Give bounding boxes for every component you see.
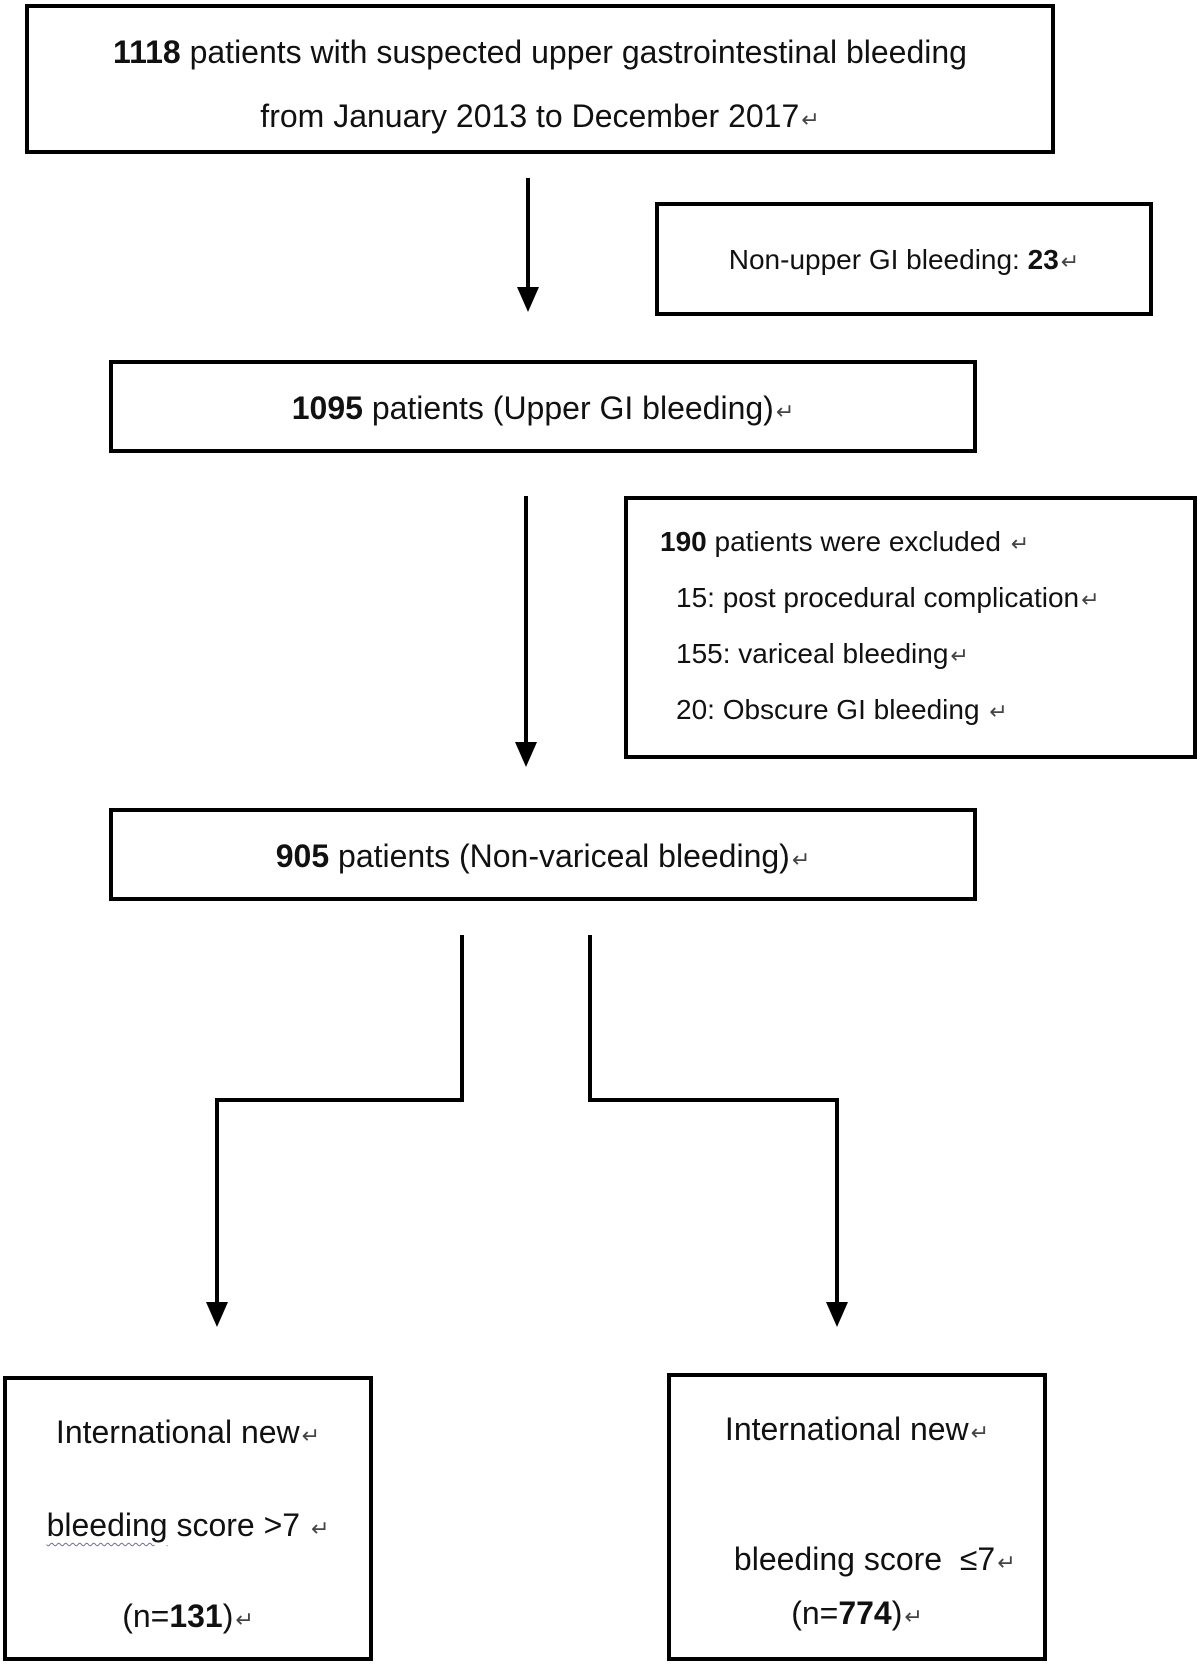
exclusion2-item: 20: Obscure GI bleeding ↵ [676, 694, 1008, 725]
ugib-line: 1095 patients (Upper GI bleeding)↵ [113, 390, 973, 427]
box-upper-gi-bleeding: 1095 patients (Upper GI bleeding)↵ [109, 360, 977, 453]
branch-left [215, 935, 464, 1305]
bleeding-word: bleeding [46, 1507, 168, 1543]
total-count: 1118 [113, 34, 181, 70]
arrowhead-right [826, 1302, 848, 1327]
exclusion1-count: 23 [1027, 244, 1059, 275]
paragraph-mark-icon: ↵ [801, 107, 820, 132]
date-range-text: from January 2013 to December 2017 [260, 98, 800, 134]
box-exclusion-190: 190 patients were excluded ↵ 15: post pr… [624, 496, 1197, 759]
high-line1: International new↵ [55, 1414, 321, 1450]
total-line2: from January 2013 to December 2017↵ [29, 98, 1051, 135]
low-n-count: 774 [838, 1595, 892, 1631]
branch-right [588, 935, 839, 1305]
exclusion2-item: 155: variceal bleeding↵ [676, 638, 969, 669]
total-text: patients with suspected upper gastrointe… [189, 34, 967, 70]
paragraph-mark-icon: ↵ [775, 399, 795, 424]
box-non-variceal: 905 patients (Non-variceal bleeding)↵ [109, 808, 977, 901]
paragraph-mark-icon: ↵ [1060, 249, 1080, 274]
low-n-line: (n=774)↵ [791, 1595, 923, 1631]
paragraph-mark-icon: ↵ [997, 1550, 1016, 1575]
box-exclusion-non-upper: Non-upper GI bleeding: 23↵ [655, 202, 1153, 316]
box-total-patients: 1118 patients with suspected upper gastr… [25, 4, 1055, 154]
high-n-line: (n=131)↵ [122, 1598, 254, 1634]
paragraph-mark-icon: ↵ [970, 1420, 990, 1445]
arrowhead-1 [517, 287, 539, 312]
arrowhead-2 [515, 742, 537, 767]
exclusion2-heading: 190 patients were excluded ↵ [660, 526, 1029, 558]
exclusion1-label: Non-upper GI bleeding: [728, 244, 1028, 275]
nvb-line: 905 patients (Non-variceal bleeding)↵ [113, 838, 973, 875]
paragraph-mark-icon: ↵ [989, 699, 1008, 724]
nvb-count: 905 [275, 838, 330, 874]
arrowhead-left [206, 1302, 228, 1327]
paragraph-mark-icon: ↵ [904, 1604, 923, 1629]
box-score-low: International new↵ bleeding score ≤7↵ (n… [667, 1373, 1047, 1661]
exclusion2-text: patients were excluded [714, 526, 1001, 557]
box-score-high: International new↵ bleeding score >7 ↵ (… [3, 1376, 373, 1661]
paragraph-mark-icon: ↵ [1010, 531, 1030, 556]
high-line2: bleeding score >7 ↵ [46, 1507, 330, 1543]
paragraph-mark-icon: ↵ [950, 643, 969, 668]
exclusion2-item: 15: post procedural complication↵ [676, 582, 1100, 613]
ugib-count: 1095 [291, 390, 363, 426]
exclusion1-line: Non-upper GI bleeding: 23↵ [659, 244, 1149, 276]
paragraph-mark-icon: ↵ [301, 1423, 321, 1448]
high-n-count: 131 [169, 1598, 223, 1634]
nvb-text: patients (Non-variceal bleeding) [338, 838, 790, 874]
paragraph-mark-icon: ↵ [1081, 587, 1100, 612]
ugib-text: patients (Upper GI bleeding) [371, 390, 774, 426]
low-line1: International new↵ [724, 1411, 990, 1447]
exclusion2-count: 190 [660, 526, 707, 557]
paragraph-mark-icon: ↵ [791, 847, 811, 872]
low-line2: bleeding score ≤7↵ [733, 1541, 1016, 1577]
paragraph-mark-icon: ↵ [235, 1607, 254, 1632]
paragraph-mark-icon: ↵ [310, 1516, 330, 1541]
total-line1: 1118 patients with suspected upper gastr… [29, 34, 1051, 71]
